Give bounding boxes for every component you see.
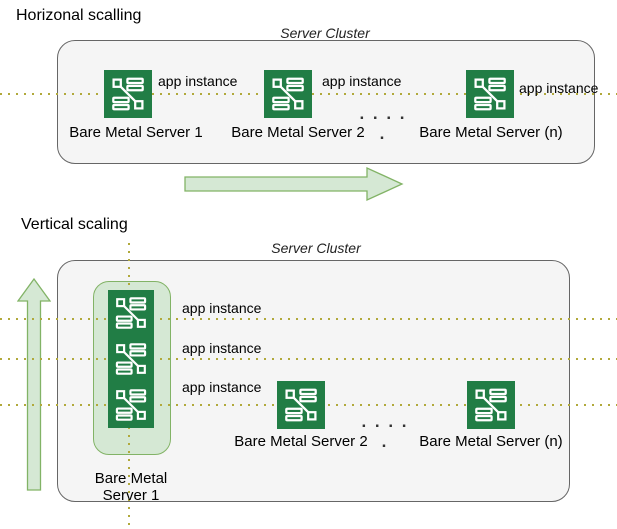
horizontal-scaling-title: Horizonal scalling bbox=[16, 7, 142, 24]
app-instance-label: app instance bbox=[519, 80, 599, 96]
vertical-cluster-label: Server Cluster bbox=[271, 240, 361, 256]
server-label: Bare Metal Server 2 bbox=[231, 124, 365, 141]
server-label: Bare Metal Server 2 bbox=[234, 433, 368, 450]
bare-metal-server-icon bbox=[277, 381, 325, 429]
app-instance-dotted-line bbox=[0, 318, 617, 320]
bare-metal-server-icon bbox=[466, 70, 514, 118]
scaled-server-label-line2: Server 1 bbox=[102, 487, 160, 505]
app-instance-label: app instance bbox=[182, 300, 262, 316]
scaled-server-label-line1: Bare Metal bbox=[94, 470, 168, 487]
vertical-scaling-title: Vertical scaling bbox=[21, 216, 128, 233]
bare-metal-server-icon bbox=[264, 70, 312, 118]
server-label: Bare Metal Server (n) bbox=[419, 433, 563, 450]
app-instance-dotted-line bbox=[0, 358, 617, 360]
more-servers-ellipsis: . . . . . bbox=[361, 412, 409, 451]
server-label: Bare Metal Server (n) bbox=[419, 124, 563, 141]
more-servers-ellipsis: . . . . . bbox=[359, 104, 407, 143]
horizontal-scaling-arrow-icon bbox=[184, 166, 404, 202]
app-instance-label: app instance bbox=[182, 379, 262, 395]
scaled-server-label: Bare Metal Server 1 bbox=[71, 470, 191, 505]
bare-metal-server-icon bbox=[108, 382, 154, 428]
app-instance-label: app instance bbox=[322, 73, 402, 89]
app-instance-label: app instance bbox=[158, 73, 238, 89]
vertical-scaling-arrow-icon bbox=[17, 278, 51, 491]
bare-metal-server-icon bbox=[104, 70, 152, 118]
bare-metal-server-icon bbox=[467, 381, 515, 429]
app-instance-label: app instance bbox=[182, 340, 262, 356]
horizontal-cluster-label: Server Cluster bbox=[280, 25, 370, 41]
bare-metal-server-icon bbox=[108, 290, 154, 336]
bare-metal-server-icon bbox=[108, 336, 154, 382]
server-label: Bare Metal Server 1 bbox=[69, 124, 203, 141]
